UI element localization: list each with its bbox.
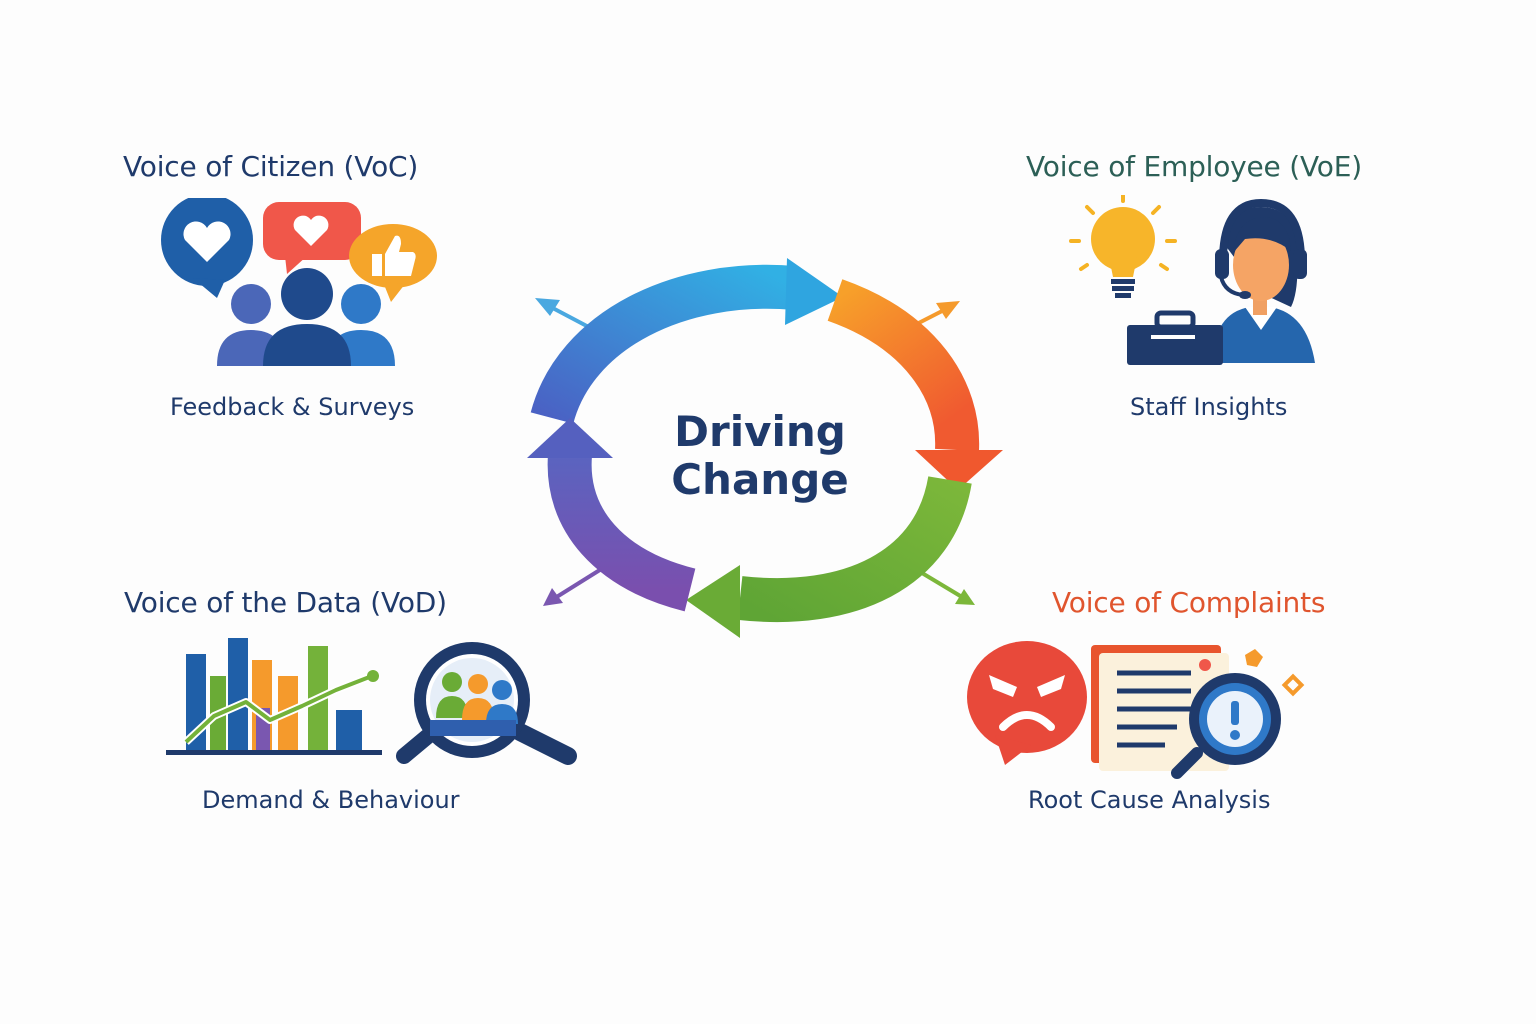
vod-title: Voice of the Data (VoD) [124, 586, 447, 619]
voe-subtitle: Staff Insights [1130, 393, 1288, 421]
cycle-arrows [527, 258, 1003, 638]
arrow-orange [827, 279, 1003, 490]
voc-subtitle: Feedback & Surveys [170, 393, 415, 421]
arrow-green [686, 475, 972, 638]
people-speech-bubbles-icon [161, 198, 437, 366]
center-label-line1: Driving [674, 407, 846, 456]
outward-arrow-bottom-left [543, 566, 605, 606]
outward-arrow-bottom-right [920, 571, 975, 605]
vod-subtitle: Demand & Behaviour [202, 786, 460, 814]
center-label: Driving Change [660, 408, 860, 504]
arrow-blue [530, 258, 843, 425]
center-label-line2: Change [671, 455, 849, 504]
angry-face-document-magnifier-icon [967, 641, 1305, 779]
arrow-purple [527, 418, 696, 612]
bar-chart-magnifier-icon [166, 638, 577, 765]
complaints-title: Voice of Complaints [1052, 586, 1326, 619]
complaints-subtitle: Root Cause Analysis [1028, 786, 1271, 814]
lightbulb-headset-agent-icon [1069, 195, 1315, 365]
voe-title: Voice of Employee (VoE) [1026, 150, 1362, 183]
voc-title: Voice of Citizen (VoC) [123, 150, 419, 183]
